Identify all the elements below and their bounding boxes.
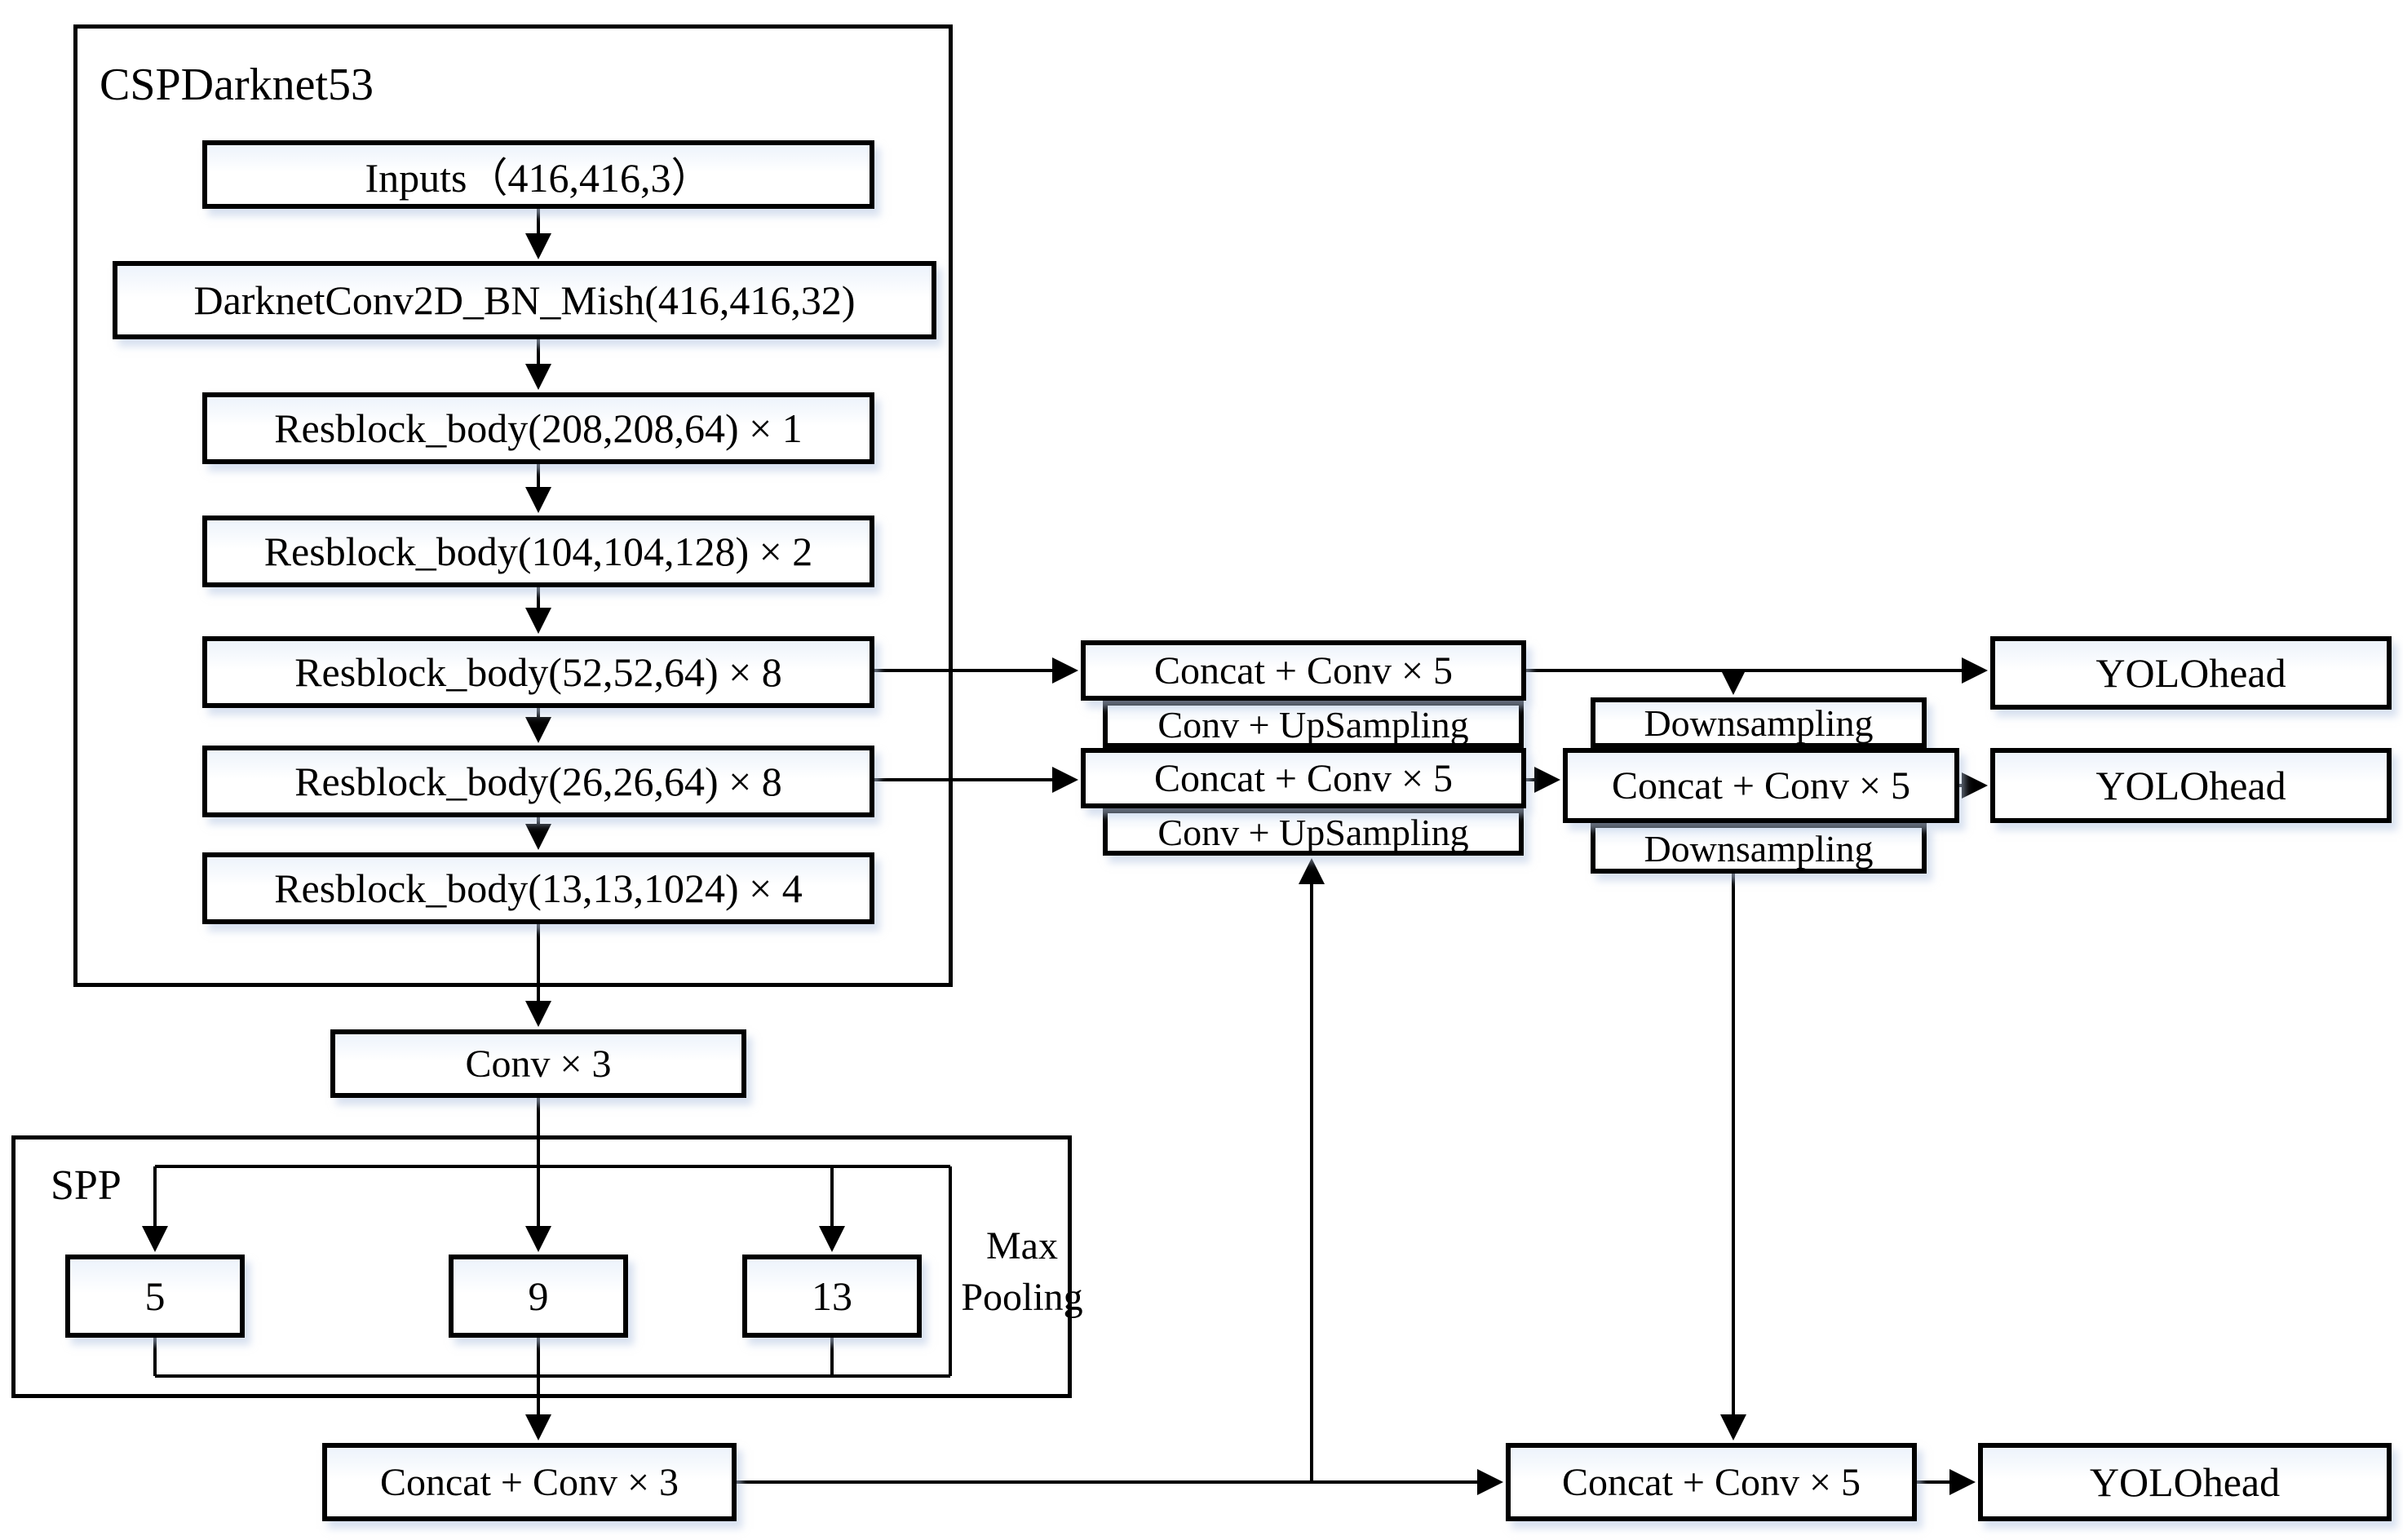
- resblock-208-label: Resblock_body(208,208,64) × 1: [274, 405, 803, 451]
- conv-upsampling-top-box: Conv + UpSampling: [1103, 701, 1524, 748]
- resblock-13-label: Resblock_body(13,13,1024) × 4: [274, 865, 803, 911]
- concat-conv5-top-label: Concat + Conv × 5: [1153, 648, 1454, 693]
- darknetconv2d-box: DarknetConv2D_BN_Mish(416,416,32): [113, 261, 936, 339]
- conv3-label: Conv × 3: [465, 1042, 612, 1086]
- resblock-208-box: Resblock_body(208,208,64) × 1: [202, 392, 874, 464]
- conv-upsampling-bottom-label: Conv + UpSampling: [1157, 811, 1469, 853]
- darknetconv2d-label: DarknetConv2D_BN_Mish(416,416,32): [193, 277, 856, 323]
- spp-frame: [11, 1135, 1072, 1398]
- downsampling-bottom-label: Downsampling: [1644, 827, 1874, 870]
- resblock-26-label: Resblock_body(26,26,64) × 8: [294, 759, 782, 804]
- yolohead-mid-box: YOLOhead: [1990, 748, 2392, 823]
- concat-conv5-bottom-label: Concat + Conv × 5: [1561, 1460, 1861, 1504]
- concat-conv3-label: Concat + Conv × 3: [379, 1460, 679, 1504]
- concat-conv5-mid-label: Concat + Conv × 5: [1153, 756, 1454, 800]
- conv3-box: Conv × 3: [330, 1029, 746, 1098]
- yolohead-bottom-label: YOLOhead: [2089, 1459, 2281, 1505]
- conv-upsampling-top-label: Conv + UpSampling: [1157, 703, 1469, 746]
- maxpool-9-box: 9: [449, 1255, 628, 1338]
- downsampling-bottom-box: Downsampling: [1591, 823, 1927, 874]
- yolohead-top-box: YOLOhead: [1990, 636, 2392, 710]
- resblock-104-box: Resblock_body(104,104,128) × 2: [202, 516, 874, 587]
- concat-conv5-mid-box: Concat + Conv × 5: [1081, 748, 1526, 808]
- maxpool-5-box: 5: [65, 1255, 245, 1338]
- maxpool-5-label: 5: [144, 1273, 166, 1319]
- maxpool-9-label: 9: [528, 1273, 549, 1319]
- downsampling-top-label: Downsampling: [1644, 701, 1874, 744]
- concat-conv3-box: Concat + Conv × 3: [322, 1443, 737, 1521]
- max-pooling-label: Max Pooling: [961, 1224, 1083, 1320]
- yolohead-top-label: YOLOhead: [2095, 650, 2286, 696]
- concat-conv5-top-box: Concat + Conv × 5: [1081, 640, 1526, 701]
- inputs-box: Inputs（416,416,3）: [202, 140, 874, 209]
- yolohead-mid-label: YOLOhead: [2095, 763, 2286, 808]
- spp-label: SPP: [51, 1162, 122, 1209]
- maxpool-13-label: 13: [812, 1273, 852, 1319]
- inputs-label: Inputs（416,416,3）: [365, 155, 712, 201]
- cspdarknet53-frame: [73, 24, 953, 987]
- resblock-13-box: Resblock_body(13,13,1024) × 4: [202, 852, 874, 924]
- cspdarknet53-label: CSPDarknet53: [100, 60, 374, 110]
- concat-conv5-bottom-box: Concat + Conv × 5: [1506, 1443, 1917, 1521]
- resblock-52-box: Resblock_body(52,52,64) × 8: [202, 636, 874, 708]
- maxpool-13-box: 13: [742, 1255, 922, 1338]
- concat-conv5-right-box: Concat + Conv × 5: [1563, 748, 1959, 823]
- yolohead-bottom-box: YOLOhead: [1978, 1443, 2392, 1521]
- resblock-26-box: Resblock_body(26,26,64) × 8: [202, 746, 874, 817]
- concat-conv5-right-label: Concat + Conv × 5: [1611, 763, 1911, 808]
- resblock-104-label: Resblock_body(104,104,128) × 2: [263, 529, 813, 574]
- resblock-52-label: Resblock_body(52,52,64) × 8: [294, 649, 782, 695]
- downsampling-top-box: Downsampling: [1591, 697, 1927, 748]
- conv-upsampling-bottom-box: Conv + UpSampling: [1103, 808, 1524, 856]
